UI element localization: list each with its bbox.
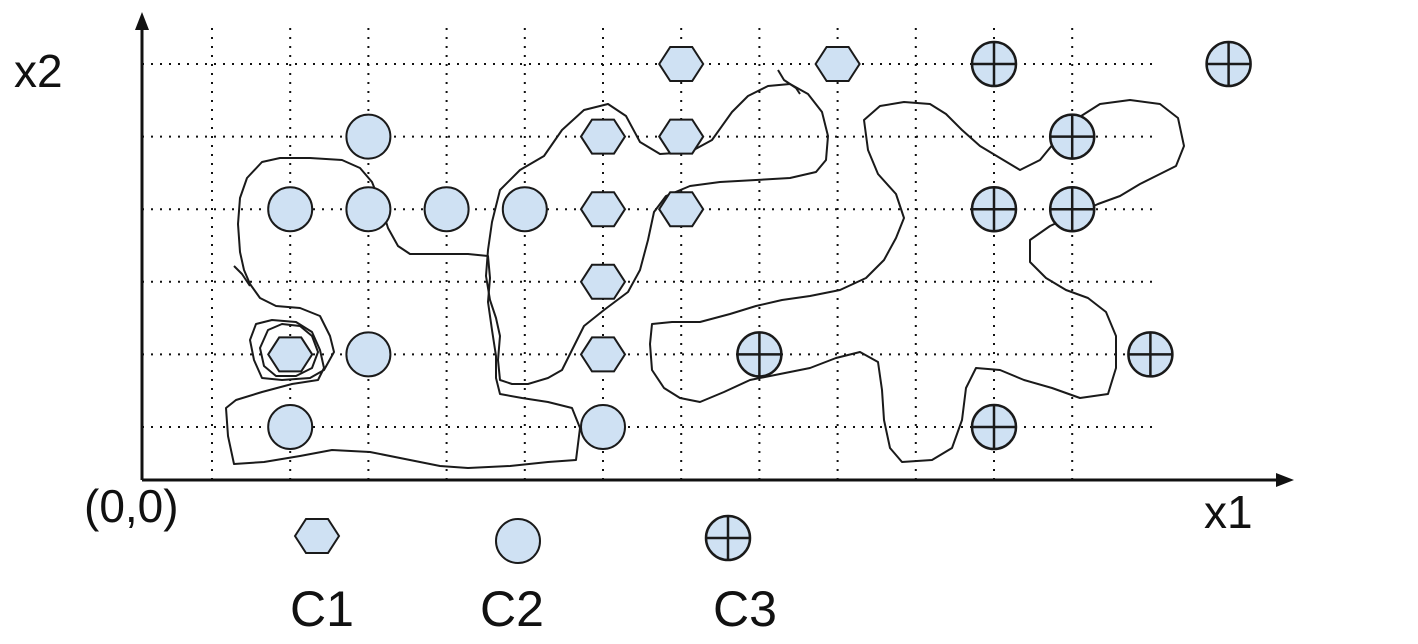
point-c1: [658, 118, 705, 155]
point-c2: [267, 186, 314, 233]
point-c3: [736, 331, 783, 378]
origin-label: (0,0): [84, 480, 179, 532]
point-c2: [423, 186, 470, 233]
y-axis-arrowhead: [135, 12, 149, 30]
stray-stroke: [777, 69, 801, 95]
point-c2: [345, 113, 392, 160]
point-c1: [579, 336, 627, 373]
point-c1: [579, 118, 627, 155]
point-c1: [267, 336, 314, 373]
point-c3: [1048, 185, 1096, 233]
data-points: [267, 40, 1252, 451]
legend-label-c1: C1: [290, 581, 354, 637]
circle-icon: [495, 518, 541, 564]
point-c2: [267, 404, 314, 450]
legend-markers: [293, 514, 752, 564]
point-c3: [1048, 113, 1096, 160]
point-c3: [970, 185, 1018, 233]
cluster-boundaries: [225, 69, 1185, 469]
point-c3: [1127, 331, 1174, 378]
point-c1: [658, 191, 705, 228]
axes: [135, 12, 1294, 487]
point-c1: [579, 263, 627, 300]
point-c1: [814, 46, 861, 82]
point-c3: [970, 403, 1018, 451]
point-c1: [579, 191, 627, 228]
x-axis-arrowhead: [1276, 473, 1294, 487]
point-c2: [580, 404, 626, 450]
legend-label-c3: C3: [713, 581, 777, 637]
stray-stroke: [233, 265, 251, 287]
point-c3: [1205, 40, 1252, 88]
point-c2: [345, 186, 392, 233]
y-axis-label: x2: [14, 45, 63, 97]
hexagon-icon: [293, 518, 341, 554]
x-axis-label: x1: [1204, 486, 1253, 538]
point-c1: [658, 46, 705, 82]
cluster-boundary-middle: [485, 83, 829, 385]
cluster-boundary-right: [649, 99, 1185, 463]
point-c2: [345, 331, 392, 378]
legend-label-c2: C2: [480, 581, 544, 637]
cluster-boundary-left: [225, 157, 581, 469]
cluster-boundary-inner: [259, 323, 319, 377]
circle-cross-icon: [704, 514, 752, 562]
point-c3: [970, 40, 1018, 88]
point-c2: [501, 186, 548, 233]
